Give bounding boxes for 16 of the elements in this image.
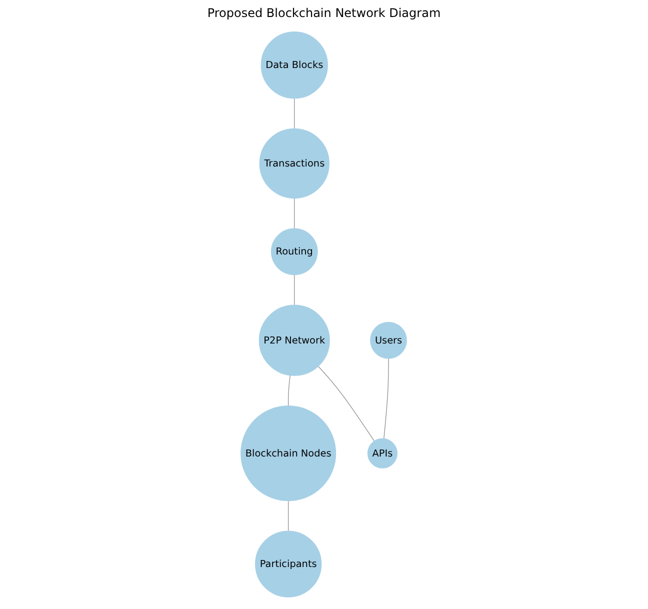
diagram-title: Proposed Blockchain Network Diagram bbox=[206, 5, 442, 22]
node-circle: Transactions bbox=[260, 128, 330, 198]
connector bbox=[294, 98, 295, 129]
node-circle: APIs bbox=[368, 438, 398, 468]
connector bbox=[318, 366, 375, 441]
connector bbox=[384, 358, 390, 438]
connector bbox=[294, 197, 295, 228]
node-circle: Blockchain Nodes bbox=[240, 405, 336, 501]
connector bbox=[288, 500, 289, 531]
node-circle: Participants bbox=[255, 530, 322, 597]
connector bbox=[294, 274, 295, 305]
node-circle: Data Blocks bbox=[261, 31, 328, 98]
connector bbox=[288, 374, 291, 406]
node-circle: Routing bbox=[271, 228, 318, 275]
node-circle: Users bbox=[370, 321, 408, 358]
node-circle: P2P Network bbox=[259, 304, 330, 376]
